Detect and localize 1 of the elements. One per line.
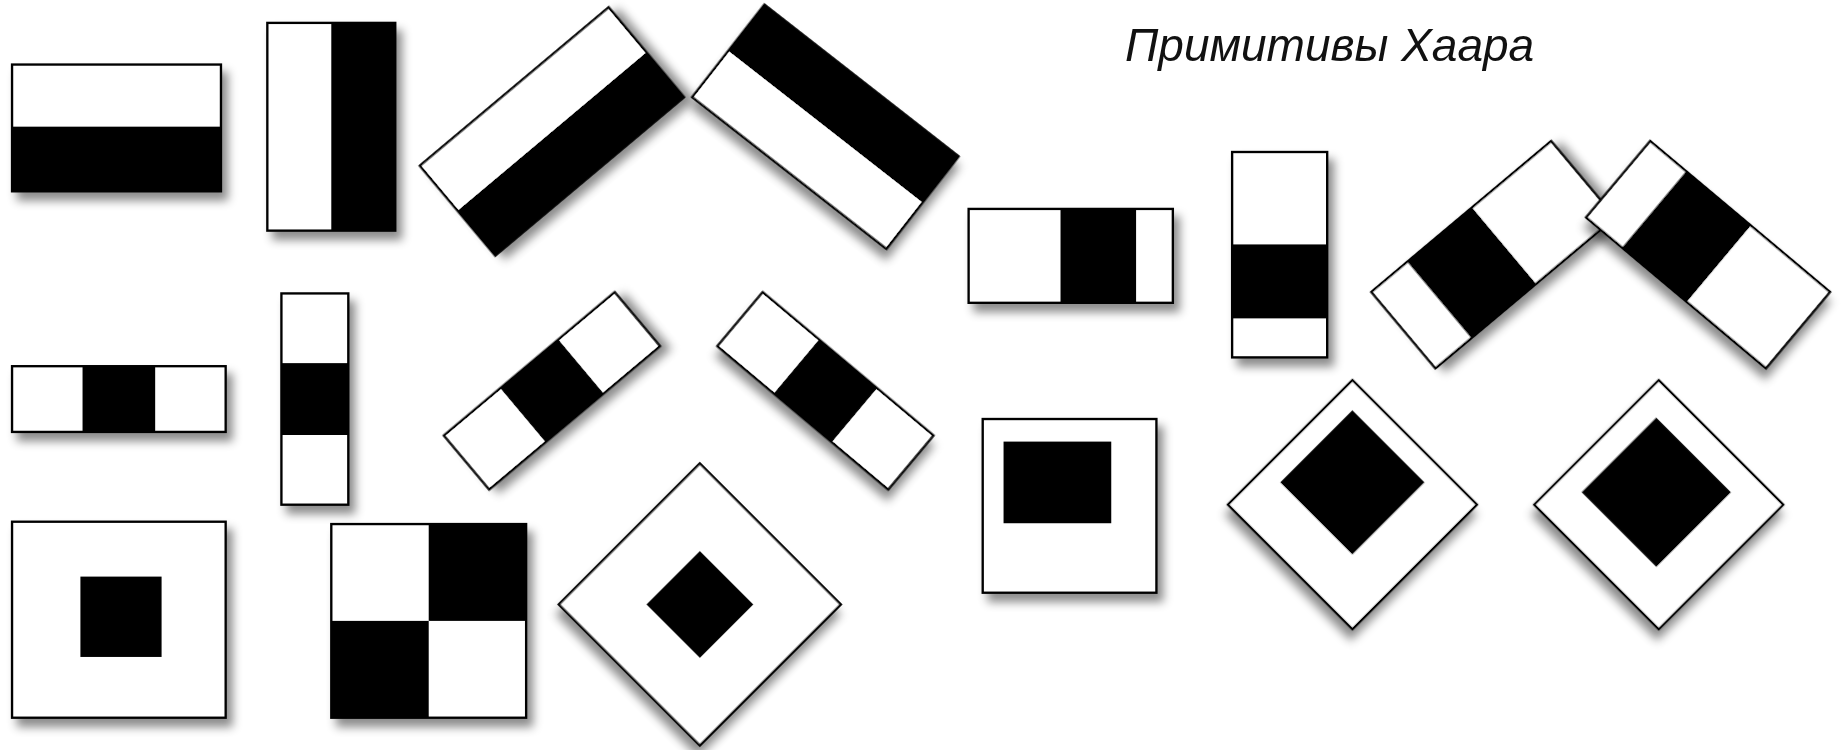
title: Примитивы Хаара	[1125, 18, 1535, 72]
